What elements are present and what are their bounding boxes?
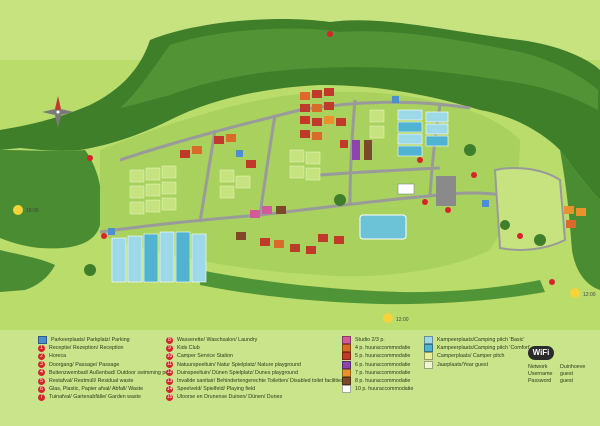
garden-waste-icon: 7 — [38, 393, 45, 401]
laundry-icon: 8 — [166, 336, 173, 344]
southwest-trees — [0, 250, 55, 292]
acc10-swatch — [342, 385, 351, 394]
kids-club-icon: 9 — [166, 344, 173, 352]
reception-building — [397, 183, 415, 195]
pool-icon: 4 — [38, 369, 45, 377]
camper-pitch-swatch — [424, 352, 433, 361]
comfort-pitches-west — [111, 231, 207, 283]
legend-item: Studio 2/3 p. — [342, 336, 413, 345]
username-value: guest — [560, 371, 573, 377]
studio-swatch — [342, 336, 351, 345]
legend-item: Kampeerplaats/Camping pitch 'Comfort' — [424, 344, 530, 353]
east-field — [493, 167, 567, 251]
disabled-toilet-icon: 13 — [166, 377, 173, 385]
password-value: guest — [560, 378, 573, 384]
legend-item: 5 p. huuraccommodatie — [342, 352, 413, 361]
legend-accommodations: Studio 2/3 p. 4 p. huuraccommodatie 5 p.… — [342, 336, 413, 394]
sun-time-east: 12:00 — [583, 292, 596, 298]
parking-icon — [108, 96, 489, 235]
facility-marker-icon — [87, 31, 555, 285]
camper-service-icon: 10 — [166, 352, 173, 360]
acc7-swatch — [342, 368, 351, 377]
horeca-icon: 2 — [38, 352, 45, 360]
wifi-credentials: Network Duinhoeve Username guest Password g… — [528, 364, 585, 385]
dunes-icon: 15 — [166, 393, 173, 401]
sun-time-south: 12:00 — [396, 317, 409, 323]
east-forest — [560, 150, 600, 290]
pitch-comfort-swatch — [424, 344, 433, 353]
network-label: Network — [528, 364, 548, 370]
year-guest-pitches — [129, 109, 385, 215]
sun-icon — [13, 205, 580, 323]
legend-item: 8 p. huuraccommodatie — [342, 377, 413, 386]
network-value: Duinhoeve — [560, 364, 586, 370]
acc6-swatch — [342, 360, 351, 369]
password-label: Password — [528, 378, 552, 384]
legend-item: Parkeerplaats/ Parkplatz/ Parking — [38, 336, 172, 345]
pitch-basic-swatch — [424, 336, 433, 345]
reception-icon: 1 — [38, 344, 45, 352]
username-label: Username — [528, 371, 553, 377]
compass-rose-icon — [42, 96, 74, 128]
west-forest — [0, 150, 102, 249]
legend-item: Jaarplaats/Year guest — [424, 360, 530, 369]
legend-pitches: Kampeerplaats/Camping pitch 'Basic' Kamp… — [424, 336, 530, 369]
playing-field-icon: 14 — [166, 385, 173, 393]
north-forest-highlight — [120, 28, 598, 110]
south-tree-belt — [200, 270, 545, 305]
tree-clusters — [84, 144, 546, 276]
acc8-swatch — [342, 377, 351, 386]
legend-item: 6 p. huuraccommodatie — [342, 360, 413, 369]
legend-item: 4 p. huuraccommodatie — [342, 344, 413, 353]
outdoor-pool — [359, 214, 407, 240]
legend-item: 7 p. huuraccommodatie — [342, 368, 413, 377]
nature-playground-icon: 11 — [166, 361, 173, 369]
passage-icon: 3 — [38, 361, 45, 369]
legend-item: Kampeerplaats/Camping pitch 'Basic' — [424, 336, 530, 345]
parking-icon — [38, 336, 47, 345]
wifi-icon: WiFi — [528, 346, 554, 360]
waste-icon: 5 — [38, 377, 45, 385]
recycle-icon: 6 — [38, 385, 45, 393]
sun-time-west: 18:00 — [26, 208, 39, 214]
dunes-playground-icon: 12 — [166, 369, 173, 377]
legend-item: 10 p. huuraccommodatie — [342, 385, 413, 394]
year-guest-swatch — [424, 360, 433, 369]
service-buildings — [436, 176, 456, 206]
acc4-swatch — [342, 344, 351, 353]
comfort-pitches-east — [397, 109, 449, 157]
campsite-map: 18:00 12:00 12:00 — [0, 0, 600, 323]
rental-accommodations — [180, 88, 586, 254]
legend-item: Camperplaats/ Camper pitch — [424, 352, 530, 361]
acc5-swatch — [342, 352, 351, 361]
